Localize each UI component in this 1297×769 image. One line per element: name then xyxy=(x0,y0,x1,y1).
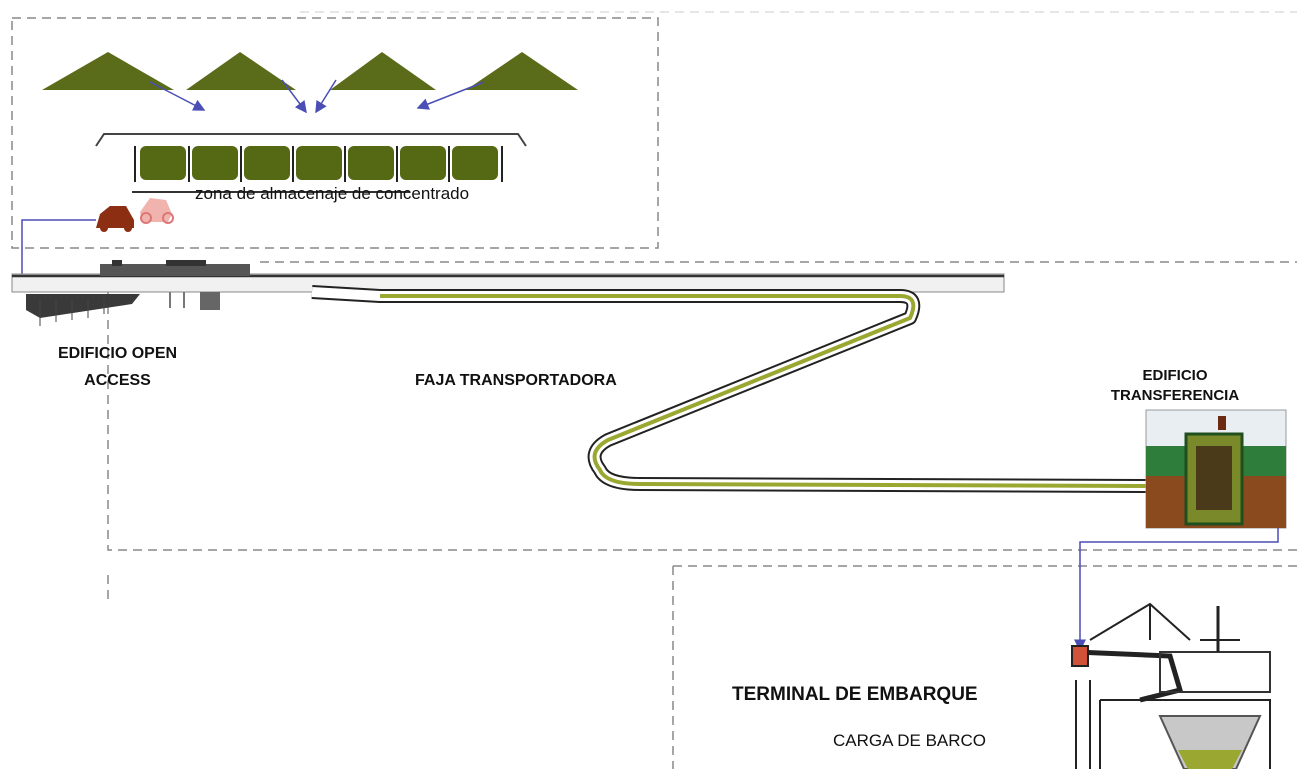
storage-zone-label: zona de almacenaje de concentrado xyxy=(195,184,470,203)
conveyor-belt xyxy=(311,285,1151,493)
bin-3 xyxy=(244,146,290,180)
ship-loading-label: CARGA DE BARCO xyxy=(833,731,987,750)
concentrate-bins xyxy=(140,146,498,180)
stockpile-2 xyxy=(186,52,296,90)
stockpile-4 xyxy=(466,52,578,90)
transport-zone-boundary xyxy=(107,261,1297,600)
bin-7 xyxy=(452,146,498,180)
storage-zone-boundary xyxy=(11,17,659,249)
loader-flow-line xyxy=(16,219,96,292)
transfer-building-label: EDIFICIO TRANSFERENCIA xyxy=(1080,366,1270,406)
transfer-building xyxy=(1145,409,1287,529)
bin-6 xyxy=(400,146,446,180)
loader-dark xyxy=(96,206,134,228)
zone-boundaries xyxy=(11,11,1297,769)
open-access-label-line2: ACCESS xyxy=(84,372,151,389)
shed-roof xyxy=(95,133,527,147)
transfer-label-line2: TRANSFERENCIA xyxy=(1110,387,1240,404)
stockpiles xyxy=(42,52,578,90)
open-access-label: EDIFICIO OPEN ACCESS xyxy=(30,340,205,394)
bin-4 xyxy=(296,146,342,180)
flow-arrow-1 xyxy=(149,81,206,111)
conveyor-label: FAJA TRANSPORTADORA xyxy=(415,372,617,389)
loader-light xyxy=(140,198,172,222)
bin-2 xyxy=(192,146,238,180)
flow-arrow-4 xyxy=(416,81,485,110)
open-access-building xyxy=(26,260,250,326)
terminal-label: TERMINAL DE EMBARQUE xyxy=(732,684,978,705)
terminal-zone-boundary xyxy=(672,565,1297,769)
bin-5 xyxy=(348,146,394,180)
stockpile-1 xyxy=(42,52,174,90)
flow-arrow-2 xyxy=(281,79,307,114)
stockpile-flow-arrows xyxy=(149,79,485,114)
stockpile-3 xyxy=(330,52,436,90)
ship-loader-terminal xyxy=(1071,602,1271,769)
open-access-label-line1: EDIFICIO OPEN xyxy=(57,345,178,362)
bin-1 xyxy=(140,146,186,180)
terminal-flow-line xyxy=(1074,528,1279,652)
transfer-label-line1: EDIFICIO xyxy=(1142,367,1208,384)
storage-shed xyxy=(95,133,527,193)
flow-arrow-3 xyxy=(315,79,337,114)
front-loaders xyxy=(96,198,174,232)
